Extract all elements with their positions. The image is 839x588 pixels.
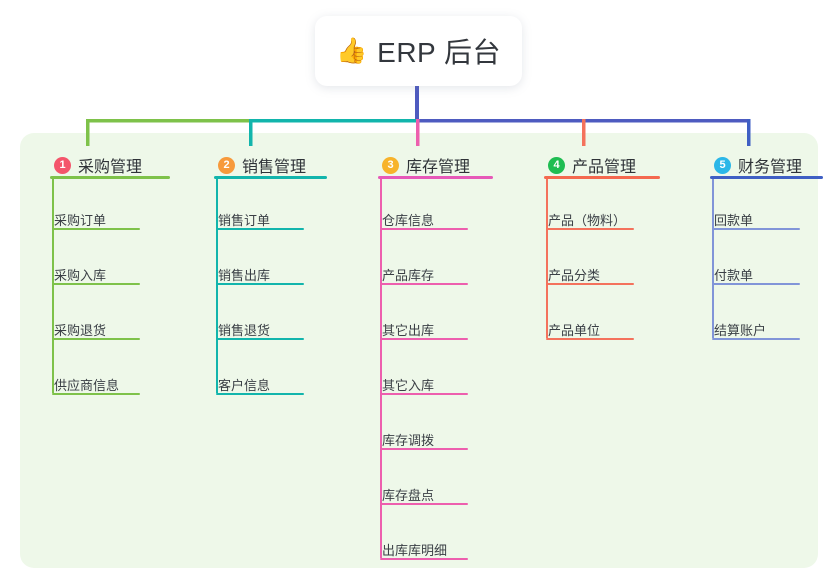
branch-label-5: 财务管理 xyxy=(738,159,803,176)
branch-3-item-rule-1 xyxy=(380,228,468,230)
branch-4-item-rule-3 xyxy=(546,338,634,340)
branch-spine-3 xyxy=(380,179,382,558)
branch-spine-2 xyxy=(216,179,218,393)
branch-header-2[interactable]: 2 销售管理 xyxy=(196,145,306,185)
branch-3-item-3[interactable]: 其它出库 xyxy=(382,323,435,338)
branch-2-item-rule-4 xyxy=(216,393,304,395)
branch-1-item-2[interactable]: 采购入库 xyxy=(54,268,107,283)
thumbs-up-icon: 👍 xyxy=(336,36,368,65)
branches-panel xyxy=(20,133,818,568)
branch-5-item-3[interactable]: 结算账户 xyxy=(714,323,767,338)
branch-4-item-1[interactable]: 产品（物料） xyxy=(548,213,627,228)
branch-header-1[interactable]: 1 采购管理 xyxy=(32,145,142,185)
branch-1-item-4[interactable]: 供应商信息 xyxy=(54,378,120,393)
branch-5-item-rule-3 xyxy=(712,338,800,340)
branch-badge-3: 3 xyxy=(382,156,399,174)
branch-1-item-rule-2 xyxy=(52,283,140,285)
branch-3-item-1[interactable]: 仓库信息 xyxy=(382,213,435,228)
branch-2-item-rule-2 xyxy=(216,283,304,285)
drop-stub-5 xyxy=(747,119,751,146)
branch-3-item-rule-4 xyxy=(380,393,468,395)
branch-5-item-1[interactable]: 回款单 xyxy=(714,213,754,228)
branch-rule-2 xyxy=(214,176,327,179)
branch-header-5[interactable]: 5 财务管理 xyxy=(692,145,802,185)
branch-spine-1 xyxy=(52,179,54,393)
branch-1-item-rule-4 xyxy=(52,393,140,395)
branch-3-item-5[interactable]: 库存调拨 xyxy=(382,433,435,448)
branch-3-item-6[interactable]: 库存盘点 xyxy=(382,488,435,503)
branch-5-item-rule-1 xyxy=(712,228,800,230)
branch-4-item-rule-1 xyxy=(546,228,634,230)
branch-header-4[interactable]: 4 产品管理 xyxy=(526,145,636,185)
branch-5-item-2[interactable]: 付款单 xyxy=(714,268,754,283)
branch-badge-5: 5 xyxy=(714,156,731,174)
branch-3-item-rule-3 xyxy=(380,338,468,340)
drop-stub-2 xyxy=(249,119,253,146)
root-node-erp-backend[interactable]: 👍 ERP 后台 xyxy=(315,16,522,86)
branch-rule-4 xyxy=(544,176,660,179)
branch-label-1: 采购管理 xyxy=(78,159,143,176)
branch-label-3: 库存管理 xyxy=(406,159,471,176)
branch-3-item-rule-5 xyxy=(380,448,468,450)
branch-spine-4 xyxy=(546,179,548,338)
bar-segment-green xyxy=(86,119,251,123)
page-title: ERP 后台 xyxy=(377,37,501,68)
branch-3-item-rule-6 xyxy=(380,503,468,505)
branch-badge-4: 4 xyxy=(548,156,565,174)
branch-3-item-7[interactable]: 出库库明细 xyxy=(382,543,448,558)
drop-stub-1 xyxy=(86,119,90,146)
branch-5-item-rule-2 xyxy=(712,283,800,285)
branch-rule-1 xyxy=(50,176,170,179)
branch-2-item-4[interactable]: 客户信息 xyxy=(218,378,271,393)
branch-2-item-rule-1 xyxy=(216,228,304,230)
branch-badge-1: 1 xyxy=(54,156,71,174)
branch-1-item-1[interactable]: 采购订单 xyxy=(54,213,107,228)
branch-4-item-rule-2 xyxy=(546,283,634,285)
branch-1-item-rule-1 xyxy=(52,228,140,230)
branch-3-item-rule-7 xyxy=(380,558,468,560)
drop-stub-4 xyxy=(582,119,586,146)
branch-3-item-2[interactable]: 产品库存 xyxy=(382,268,435,283)
branch-2-item-rule-3 xyxy=(216,338,304,340)
branch-3-item-rule-2 xyxy=(380,283,468,285)
branch-3-item-4[interactable]: 其它入库 xyxy=(382,378,435,393)
branch-1-item-rule-3 xyxy=(52,338,140,340)
branch-rule-3 xyxy=(378,176,493,179)
branch-4-item-3[interactable]: 产品单位 xyxy=(548,323,601,338)
branch-2-item-2[interactable]: 销售出库 xyxy=(218,268,271,283)
branch-label-2: 销售管理 xyxy=(242,159,307,176)
root-stem xyxy=(415,86,419,121)
root-node-content: 👍 ERP 后台 xyxy=(336,31,501,71)
branch-spine-5 xyxy=(712,179,714,338)
branch-4-item-2[interactable]: 产品分类 xyxy=(548,268,601,283)
branch-1-item-3[interactable]: 采购退货 xyxy=(54,323,107,338)
bar-segment-teal xyxy=(250,119,417,123)
drop-stub-3 xyxy=(416,119,420,146)
branch-badge-2: 2 xyxy=(218,156,235,174)
branch-2-item-3[interactable]: 销售退货 xyxy=(218,323,271,338)
branch-2-item-1[interactable]: 销售订单 xyxy=(218,213,271,228)
branch-header-3[interactable]: 3 库存管理 xyxy=(360,145,470,185)
connector-lines xyxy=(86,86,751,146)
branch-rule-5 xyxy=(710,176,823,179)
branch-label-4: 产品管理 xyxy=(572,159,637,176)
